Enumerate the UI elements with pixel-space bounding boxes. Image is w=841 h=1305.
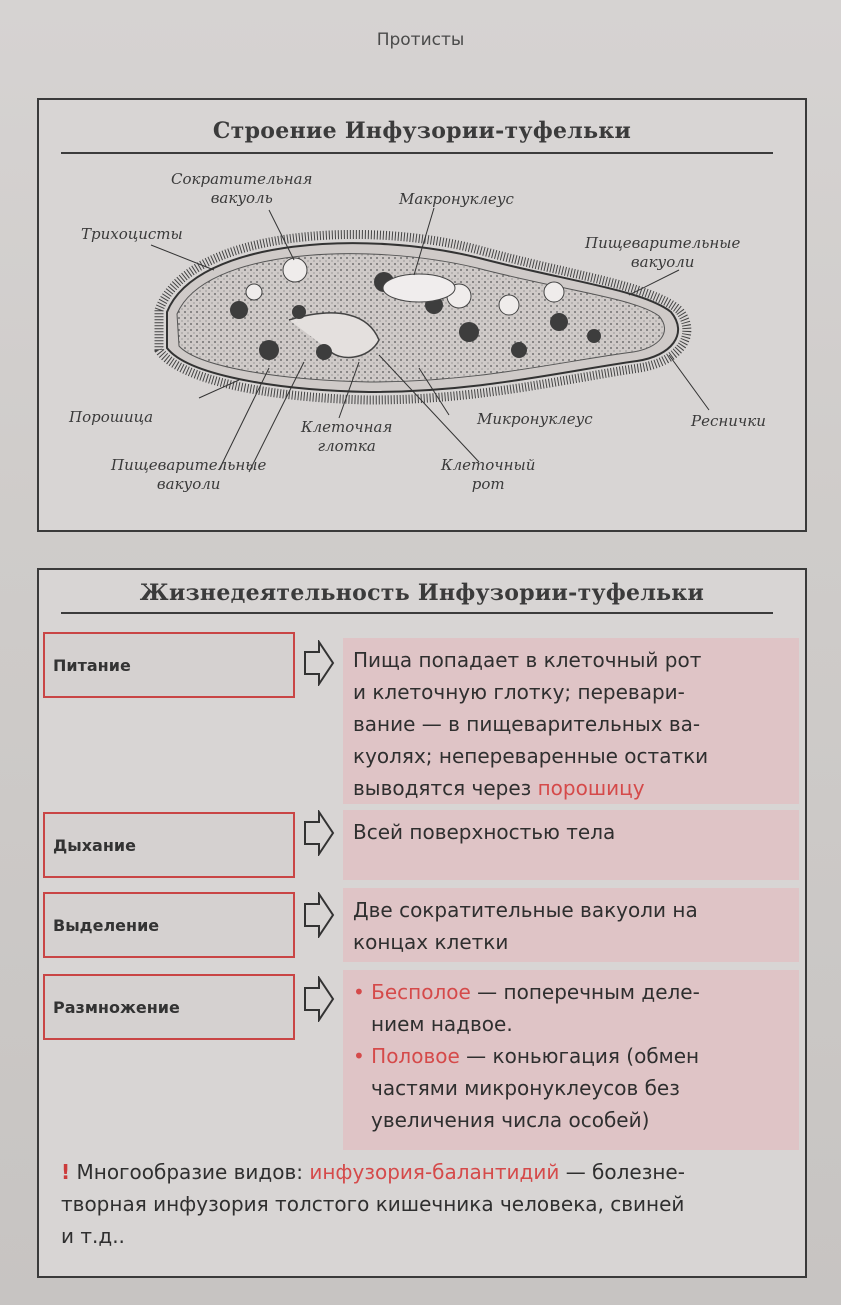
label-trichocysts: Трихоцисты xyxy=(81,225,183,244)
macronucleus-shape xyxy=(383,274,455,302)
label-cilia: Реснички xyxy=(691,412,766,431)
row-text-excretion: Две сократительные вакуоли на концах кле… xyxy=(343,888,799,962)
bullet-icon: • xyxy=(353,1044,365,1068)
life-title: Жизнедеятельность Инфузории-туфельки xyxy=(39,580,805,606)
row-label-excretion: Выделение xyxy=(43,892,295,958)
note-line: и т.д.. xyxy=(61,1220,801,1252)
text-line: концах клетки xyxy=(353,926,789,958)
highlight-term: порошицу xyxy=(538,776,645,800)
label-line: вакуоль xyxy=(171,189,312,208)
text-line: частями микронуклеусов без xyxy=(353,1072,789,1104)
label-digestive-vacuoles-bottom: Пищеварительные вакуоли xyxy=(111,456,266,494)
text-fragment: Многообразие видов: xyxy=(70,1160,309,1184)
highlight-term: инфузория-балантидий xyxy=(309,1160,559,1184)
text-line: куолях; непереваренные остатки xyxy=(353,740,789,772)
text-fragment: — коньюгация (обмен xyxy=(460,1044,699,1068)
row-label-respiration: Дыхание xyxy=(43,812,295,878)
label-digestive-vacuoles-right: Пищеварительные вакуоли xyxy=(585,234,740,272)
label-line: рот xyxy=(441,475,535,494)
text-line: и клеточную глотку; перевари- xyxy=(353,676,789,708)
arrow-icon xyxy=(303,976,335,1022)
row-text-nutrition: Пища попадает в клеточный рот и клеточну… xyxy=(343,638,799,804)
label-micronucleus: Микронуклеус xyxy=(477,410,593,429)
label-line: вакуоли xyxy=(585,253,740,272)
highlight-term: Половое xyxy=(371,1044,460,1068)
arrow-icon xyxy=(303,810,335,856)
label-line: глотка xyxy=(301,437,392,456)
text-line: увеличения числа особей) xyxy=(353,1104,789,1136)
running-head: Протисты xyxy=(0,30,841,50)
label-line: Сократительная xyxy=(171,170,312,189)
label-line: Клеточный xyxy=(441,456,535,475)
row-text-respiration: Всей поверхностью тела xyxy=(343,810,799,880)
text-fragment: — болезне- xyxy=(559,1160,685,1184)
text-line: вание — в пищеварительных ва- xyxy=(353,708,789,740)
label-cytoproct: Порошица xyxy=(69,408,153,427)
arrow-icon xyxy=(303,892,335,938)
row-text-reproduction: • Бесполое — поперечным деле- нием надво… xyxy=(343,970,799,1150)
row-label-nutrition: Питание xyxy=(43,632,295,698)
row-label-reproduction: Размножение xyxy=(43,974,295,1040)
label-contractile-vacuole: Сократительная вакуоль xyxy=(171,170,312,208)
diversity-note: ! Многообразие видов: инфузория-балантид… xyxy=(61,1156,801,1252)
list-item: • Бесполое — поперечным деле- xyxy=(353,976,789,1008)
text-fragment: — поперечным деле- xyxy=(471,980,700,1004)
text-line: выводятся через порошицу xyxy=(353,772,789,804)
label-line: Клеточная xyxy=(301,418,392,437)
note-line: творная инфузория толстого кишечника чел… xyxy=(61,1188,801,1220)
arrow-icon xyxy=(303,640,335,686)
note-line: ! Многообразие видов: инфузория-балантид… xyxy=(61,1156,801,1188)
title-rule xyxy=(61,612,773,614)
label-cell-mouth: Клеточный рот xyxy=(441,456,535,494)
bullet-icon: • xyxy=(353,980,365,1004)
text-line: нием надвое. xyxy=(353,1008,789,1040)
highlight-term: Бесполое xyxy=(371,980,471,1004)
text-fragment: выводятся через xyxy=(353,776,538,800)
label-line: вакуоли xyxy=(111,475,266,494)
life-activity-box: Жизнедеятельность Инфузории-туфельки Пит… xyxy=(37,568,807,1278)
text-line: Две сократительные вакуоли на xyxy=(353,894,789,926)
label-line: Пищеварительные xyxy=(585,234,740,253)
label-line: Пищеварительные xyxy=(111,456,266,475)
label-cell-pharynx: Клеточная глотка xyxy=(301,418,392,456)
label-macronucleus: Макронуклеус xyxy=(399,190,514,209)
exclamation-icon: ! xyxy=(61,1160,70,1184)
structure-box: Строение Инфузории-туфельки xyxy=(37,98,807,532)
list-item: • Половое — коньюгация (обмен xyxy=(353,1040,789,1072)
text-line: Пища попадает в клеточный рот xyxy=(353,644,789,676)
